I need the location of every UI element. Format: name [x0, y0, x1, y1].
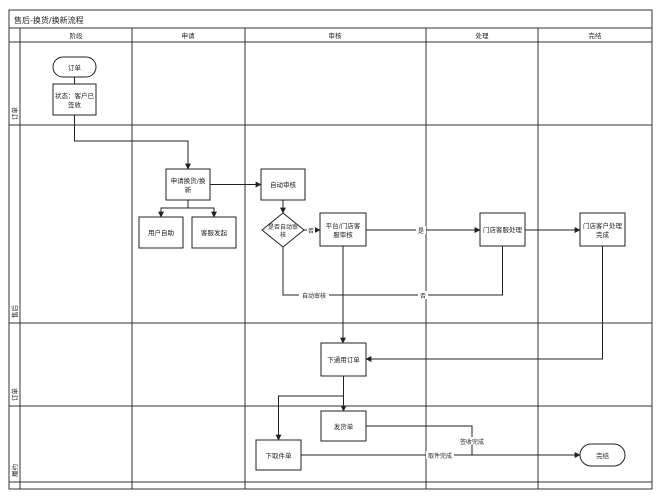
edge-general-to-pickup [275, 395, 344, 441]
node-general-order-label: 下通用订单 [327, 355, 360, 364]
column-header-stage: 阶段 [70, 31, 84, 40]
node-order-status-line2: 签收 [68, 100, 82, 109]
node-cs-initiate-label: 客服发起 [201, 228, 228, 237]
column-header-finish: 完结 [589, 31, 603, 40]
node-store-cs-label: 门店客服处理 [483, 225, 523, 234]
node-shipping-order-label: 发货单 [334, 422, 354, 431]
edge-label-yes: 是 [418, 228, 424, 235]
edge-apply-to-cs-initiate [188, 207, 217, 218]
column-header-apply: 申请 [182, 31, 196, 40]
edge-store-cs-deny [343, 246, 503, 296]
node-auto-review-label: 自动审核 [270, 180, 297, 189]
node-finish-label: 完结 [596, 451, 610, 460]
node-apply-exchange-line1: 申请换货/换 [171, 176, 206, 185]
node-user-self [138, 216, 184, 249]
diagram-title: 售后-换货/换新流程 [14, 15, 84, 25]
lane-label-order: 订单 [10, 107, 19, 121]
node-user-self-label: 用户自助 [148, 228, 175, 237]
lane-label-fulfillment: 履约 [10, 464, 19, 477]
node-order-status [52, 83, 97, 116]
edge-client-to-general-order [365, 246, 603, 362]
node-platform-line1: 平台/门店客 [326, 221, 361, 230]
edge-label-pickup-done: 取件完成 [428, 452, 452, 460]
edge-label-signed-done: 签收完成 [460, 438, 484, 446]
node-cs-initiate [191, 216, 237, 249]
node-store-client-done [579, 212, 626, 247]
diagram-frame [8, 9, 653, 490]
edge-label-no: 否 [308, 228, 314, 235]
column-header-review: 审核 [329, 31, 343, 40]
lane-label-order-2: 订单 [10, 388, 19, 402]
node-order-start-label: 订单 [68, 63, 82, 72]
node-store-client-line1: 门店客户处理 [583, 221, 623, 230]
node-shipping-order [320, 410, 367, 442]
node-store-client-line2: 完成 [596, 230, 610, 239]
edge-status-to-apply [74, 115, 191, 170]
node-apply-exchange-line2: 新 [185, 185, 192, 194]
edge-label-auto-pass: 自动审核 [302, 292, 326, 300]
node-pickup-order-label: 下取件单 [266, 451, 293, 460]
node-is-auto-line2: 核 [280, 231, 286, 239]
lane-label-aftersale: 售后 [10, 305, 19, 319]
edge-label-deny: 否 [420, 293, 426, 300]
column-header-process: 处理 [476, 31, 490, 40]
node-is-auto-line1: 是否自动审 [268, 223, 298, 231]
node-order-status-line1: 状态：客户已 [55, 91, 95, 100]
node-platform-line2: 服审核 [333, 230, 353, 239]
edge-apply-to-user-self [158, 200, 189, 218]
